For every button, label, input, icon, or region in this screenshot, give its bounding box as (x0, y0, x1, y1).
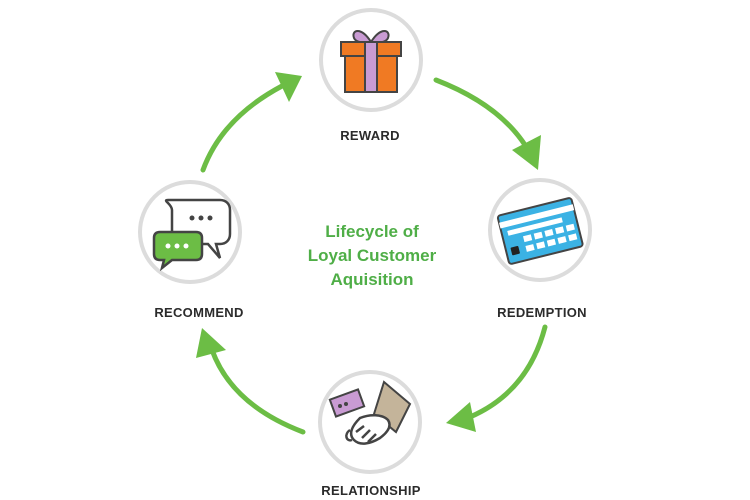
title-line-1: Lifecycle of (325, 222, 419, 241)
arrow-redemption-to-relationship (467, 324, 548, 420)
arrowhead-reward (275, 72, 302, 102)
step-label-relationship: RELATIONSHIP (321, 483, 421, 498)
arrowhead-redemption (512, 135, 541, 170)
arrow-relationship-to-recommend (209, 347, 306, 435)
arrow-recommend-to-reward (200, 83, 285, 173)
reward-node (319, 8, 423, 112)
arrowhead-recommend (196, 328, 226, 358)
recommend-node (138, 180, 242, 284)
title-line-2: Loyal Customer (307, 246, 437, 265)
step-label-redemption: REDEMPTION (497, 305, 587, 320)
step-label-reward: REWARD (340, 128, 400, 143)
redemption-node (488, 178, 592, 282)
relationship-node (318, 370, 422, 474)
handshake-icon (328, 380, 412, 445)
gift-icon (340, 30, 402, 93)
arrowhead-relationship (446, 402, 476, 432)
chat-bubbles-icon (152, 198, 232, 272)
credit-card-icon (496, 197, 584, 265)
diagram-title: Lifecycle of Loyal Customer Aquisition (308, 220, 436, 292)
step-label-recommend: RECOMMEND (154, 305, 244, 320)
title-line-3: Aquisition (330, 270, 414, 289)
arrow-reward-to-redemption (433, 77, 528, 148)
